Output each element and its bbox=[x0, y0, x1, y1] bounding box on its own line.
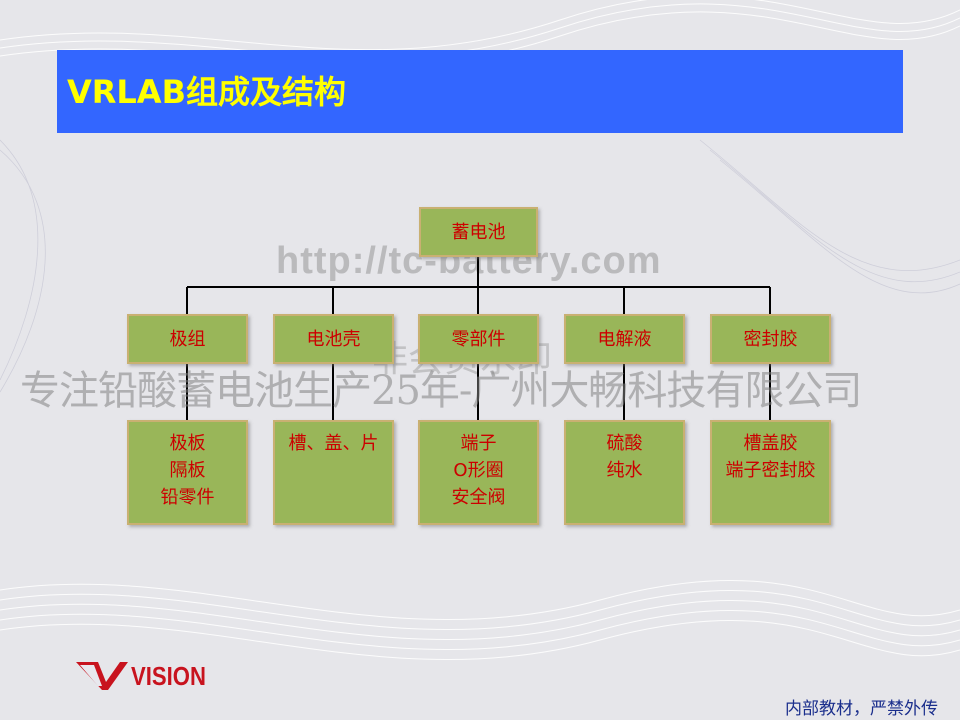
slide-title: VRLAB组成及结构 bbox=[67, 73, 346, 111]
node-sealant: 密封胶 bbox=[710, 314, 831, 364]
leaf-item: 端子 bbox=[460, 433, 497, 454]
leaf-item: 安全阀 bbox=[451, 487, 506, 508]
footer-note: 内部教材，严禁外传 bbox=[785, 699, 938, 719]
leaf-item: 槽、盖、片 bbox=[288, 433, 379, 454]
node-label: 电池壳 bbox=[306, 329, 361, 350]
node-battery-case: 电池壳 bbox=[273, 314, 394, 364]
node-label: 电解液 bbox=[597, 329, 652, 350]
node-electrode-group: 极组 bbox=[127, 314, 248, 364]
node-electrolyte: 电解液 bbox=[564, 314, 685, 364]
leaf-item: 纯水 bbox=[606, 460, 643, 481]
node-label: 零部件 bbox=[451, 329, 506, 350]
leaf-sealant-items: 槽盖胶 端子密封胶 bbox=[710, 420, 831, 525]
node-components: 零部件 bbox=[418, 314, 539, 364]
root-node-label: 蓄电池 bbox=[451, 222, 506, 243]
node-label: 极组 bbox=[169, 329, 206, 350]
node-label: 密封胶 bbox=[743, 329, 798, 350]
leaf-item: 铅零件 bbox=[160, 487, 215, 508]
tree-root-node: 蓄电池 bbox=[419, 207, 538, 257]
leaf-electrolyte-items: 硫酸 纯水 bbox=[564, 420, 685, 525]
leaf-item: 槽盖胶 bbox=[743, 433, 798, 454]
company-watermark: 专注铅酸蓄电池生产25年-广州大畅科技有限公司 bbox=[20, 368, 862, 414]
leaf-components-items: 端子 O形圈 安全阀 bbox=[418, 420, 539, 525]
vision-logo-mark-icon bbox=[76, 662, 128, 690]
leaf-item: 隔板 bbox=[169, 460, 206, 481]
leaf-battery-case-items: 槽、盖、片 bbox=[273, 420, 394, 525]
leaf-item: 硫酸 bbox=[606, 433, 643, 454]
leaf-electrode-group-items: 极板 隔板 铅零件 bbox=[127, 420, 248, 525]
vision-logo-text: VISION bbox=[131, 661, 206, 691]
leaf-item: O形圈 bbox=[453, 460, 504, 481]
leaf-item: 端子密封胶 bbox=[725, 460, 816, 481]
title-bar: VRLAB组成及结构 bbox=[57, 50, 903, 133]
leaf-item: 极板 bbox=[169, 433, 206, 454]
